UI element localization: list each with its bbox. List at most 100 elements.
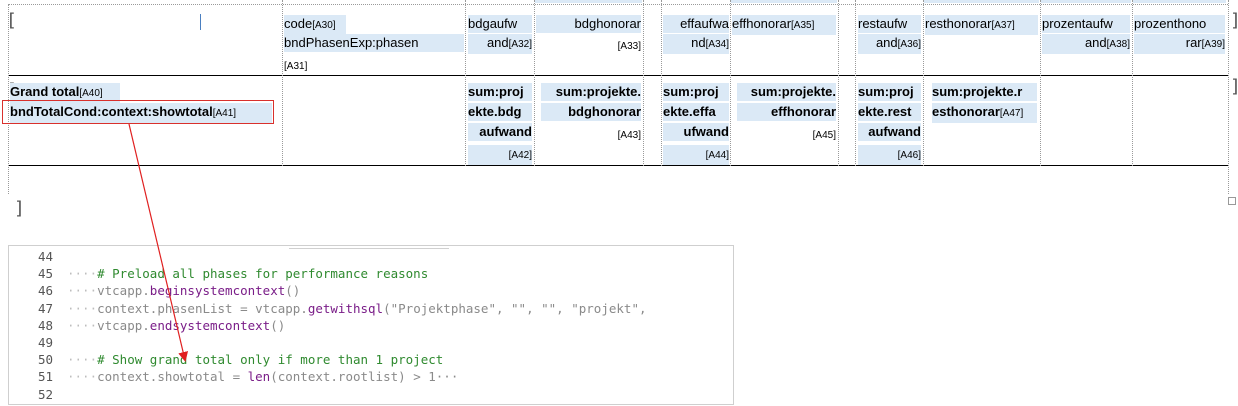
code-token: vtcapp. [97, 283, 150, 299]
field-sum-resthonorar-l2: esthonorar[A47] [932, 103, 1037, 123]
code-line[interactable]: 48 ····vtcapp.endsystemcontext() [9, 317, 733, 334]
resize-handle[interactable] [1228, 197, 1236, 205]
line-number: 46 [37, 283, 53, 299]
code-token: () [270, 317, 286, 333]
code-token: vtcapp. [97, 317, 150, 333]
field-effhonorar[interactable]: effhonorar[A35] [732, 15, 836, 35]
field-sum-restaufwand-ref: [A46] [858, 145, 921, 165]
line-number: 52 [37, 386, 53, 402]
code-line[interactable]: 44 [9, 248, 733, 265]
code-text: ····# Show grand total only if more than… [67, 351, 443, 368]
col-line [661, 0, 662, 166]
whitespace-marker: ···· [67, 300, 98, 316]
field-sum-bdgaufwand[interactable]: sum:proj [468, 83, 532, 101]
whitespace-marker: ···· [67, 266, 98, 282]
field-fragment [1041, 0, 1131, 3]
col-line [282, 0, 283, 166]
field-sum-effhonorar-l2: effhonorar [737, 103, 836, 121]
line-number: 44 [37, 249, 53, 264]
row-bottom-border [8, 165, 1228, 166]
field-fragment [731, 0, 837, 3]
field-restaufwand[interactable]: restaufw [858, 15, 921, 33]
col-line [534, 0, 535, 166]
field-fragment [535, 0, 642, 3]
code-token: ("Projektphase", "", "", "projekt", [383, 300, 647, 316]
code-token: context.showtotal = [97, 369, 248, 385]
field-grand-total[interactable]: Grand total[A40] [10, 83, 120, 103]
line-number: 47 [37, 300, 53, 316]
field-restaufwand-line2: and[A36] [858, 34, 921, 54]
field-prozentaufwand[interactable]: prozentaufw [1042, 15, 1130, 33]
field-bdgaufwand[interactable]: bdgaufw [468, 15, 532, 33]
code-line[interactable]: 52 [9, 386, 733, 403]
code-text: ····context.showtotal = len(context.root… [67, 368, 458, 385]
field-resthonorar[interactable]: resthonorar[A37] [925, 15, 1038, 35]
section-bracket-close: ] [1230, 76, 1238, 97]
field-sum-effaufwand-l3: ufwand [663, 123, 729, 141]
field-sum-bdgaufwand-ref: [A42] [468, 145, 532, 165]
whitespace-marker: ···· [67, 369, 98, 385]
col-line [1040, 0, 1041, 166]
row-separator [8, 75, 1228, 76]
field-total-cond[interactable]: bndTotalCond:context:showtotal[A41] [10, 103, 272, 123]
field-effaufwand[interactable]: effaufwa [663, 15, 729, 33]
code-token: len [247, 369, 271, 385]
field-bdghonorar[interactable]: bdghonorar [536, 15, 641, 33]
code-line[interactable]: 49 [9, 334, 733, 351]
field-bnd-phasen-ref: [A31] [284, 61, 308, 72]
line-number: 48 [37, 317, 53, 333]
field-prozenthonorar[interactable]: prozenthono [1134, 15, 1225, 33]
col-line [1132, 0, 1133, 166]
code-line[interactable]: 51····context.showtotal = len(context.ro… [9, 368, 733, 385]
col-line [855, 0, 856, 166]
section-bracket-open: [ [6, 10, 17, 31]
field-sum-bdgaufwand-l2: ekte.bdg [468, 103, 532, 121]
code-line[interactable]: 50····# Show grand total only if more th… [9, 351, 733, 368]
field-sum-resthonorar[interactable]: sum:projekte.r [932, 83, 1037, 101]
field-bnd-phasen[interactable]: bndPhasenExp:phasen [284, 34, 464, 52]
col-line [643, 0, 644, 166]
arrow-line [128, 123, 189, 362]
field-fragment [1133, 0, 1226, 3]
code-text: ····# Preload all phases for performance… [67, 265, 428, 282]
field-sum-effhonorar[interactable]: sum:projekte. [737, 83, 836, 101]
field-sum-restaufwand-l2: ekte.rest [858, 103, 921, 121]
code-line[interactable]: 45 ····# Preload all phases for performan… [9, 265, 733, 282]
code-text: ····context.phasenList = vtcapp.getwiths… [67, 300, 647, 317]
row-top-border [8, 4, 1228, 5]
field-effaufwand-line2: nd[A34] [663, 34, 729, 54]
code-line[interactable]: 46····vtcapp.beginsystemcontext() [9, 282, 733, 299]
field-code[interactable]: code[A30] [284, 15, 346, 35]
code-token: # Preload all phases for performance rea… [97, 266, 429, 282]
col-line [838, 0, 839, 166]
code-token: getwithsql [307, 300, 384, 316]
code-token: (context.rootlist) > 1··· [270, 369, 459, 385]
field-sum-effhonorar-ref: [A45] [812, 130, 836, 141]
col-line [1228, 0, 1229, 194]
line-number: 49 [37, 335, 53, 350]
highlight-box [2, 100, 274, 124]
field-sum-bdghonorar-ref: [A43] [617, 130, 641, 141]
code-token: context.phasenList = vtcapp. [97, 300, 308, 316]
field-sum-effaufwand-l2: ekte.effa [663, 103, 729, 121]
code-token: endsystemcontext [149, 317, 271, 333]
col-line [923, 0, 924, 166]
field-sum-effaufwand[interactable]: sum:proj [663, 83, 729, 101]
code-text: ····vtcapp.endsystemcontext() [67, 317, 285, 334]
col-line [730, 0, 731, 166]
code-token: () [285, 283, 301, 299]
field-sum-bdghonorar[interactable]: sum:projekte. [541, 83, 641, 101]
field-sum-restaufwand[interactable]: sum:proj [858, 83, 921, 101]
field-bdghonorar-ref: [A33] [617, 41, 641, 52]
field-sum-bdgaufwand-l3: aufwand [468, 123, 532, 141]
line-number: 45 [37, 266, 53, 282]
code-token: beginsystemcontext [149, 283, 286, 299]
field-sum-bdghonorar-l2: bdghonorar [541, 103, 641, 121]
code-token: # Show grand total only if more than 1 p… [97, 352, 444, 368]
section-bracket-close: ] [1230, 10, 1238, 31]
field-fragment [924, 0, 1039, 3]
col-line [8, 4, 9, 194]
code-line[interactable]: 47 ····context.phasenList = vtcapp.getwit… [9, 300, 733, 317]
